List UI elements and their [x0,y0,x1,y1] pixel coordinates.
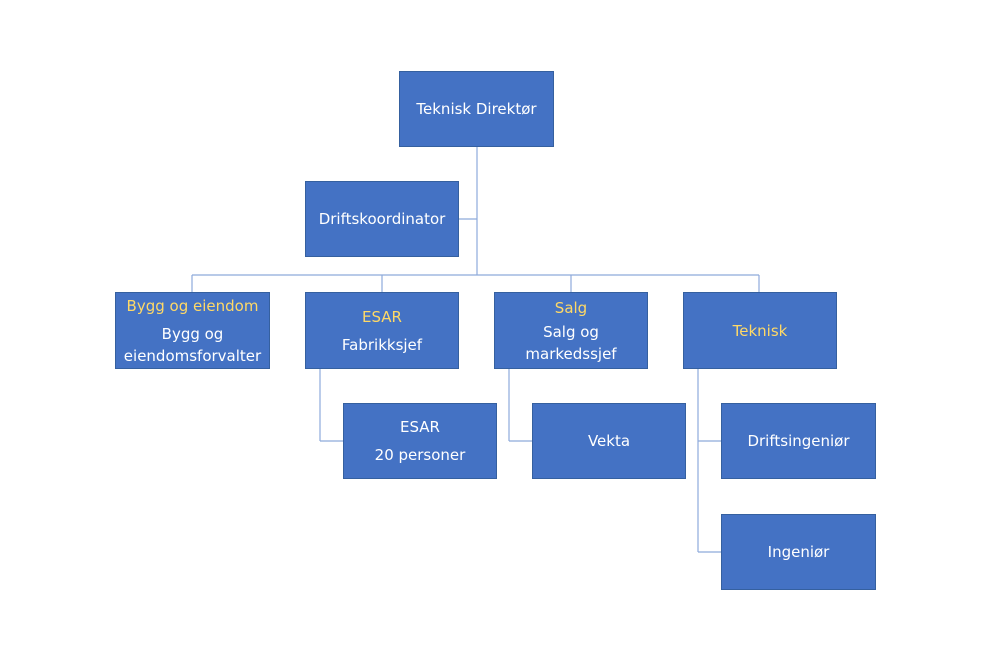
department-header: Teknisk [732,321,788,340]
department-header: Salg [554,298,588,317]
department-box-esar: ESAR Fabrikksjef [305,292,459,369]
sub-unit-box-esar-personer: ESAR 20 personer [343,403,497,479]
department-line: Fabrikksjef [341,335,423,354]
department-box-salg: Salg Salg og markedssjef [494,292,648,369]
department-header: ESAR [362,307,402,326]
department-box-teknisk: Teknisk [683,292,837,369]
department-line: Salg og [543,322,599,341]
sub-unit-line: ESAR [400,418,440,436]
sub-unit-box-vekta: Vekta [532,403,686,479]
department-line: markedssjef [525,344,617,363]
sub-unit-box-ingenior: Ingeniør [721,514,876,590]
department-header: Bygg og eiendom [126,296,259,315]
sub-unit-line: 20 personer [374,446,466,464]
assistant-box: Driftskoordinator [305,181,459,257]
department-line: eiendomsforvalter [123,346,262,365]
sub-unit-box-driftsingenior: Driftsingeniør [721,403,876,479]
sub-unit-line: Vekta [587,432,631,450]
sub-unit-line: Ingeniør [767,543,830,561]
director-box: Teknisk Direktør [399,71,554,147]
department-line: Bygg og [161,324,224,343]
sub-unit-line: Driftsingeniør [747,432,850,450]
department-box-bygg: Bygg og eiendom Bygg og eiendomsforvalte… [115,292,270,369]
assistant-title: Driftskoordinator [318,210,446,228]
director-title: Teknisk Direktør [416,100,537,118]
